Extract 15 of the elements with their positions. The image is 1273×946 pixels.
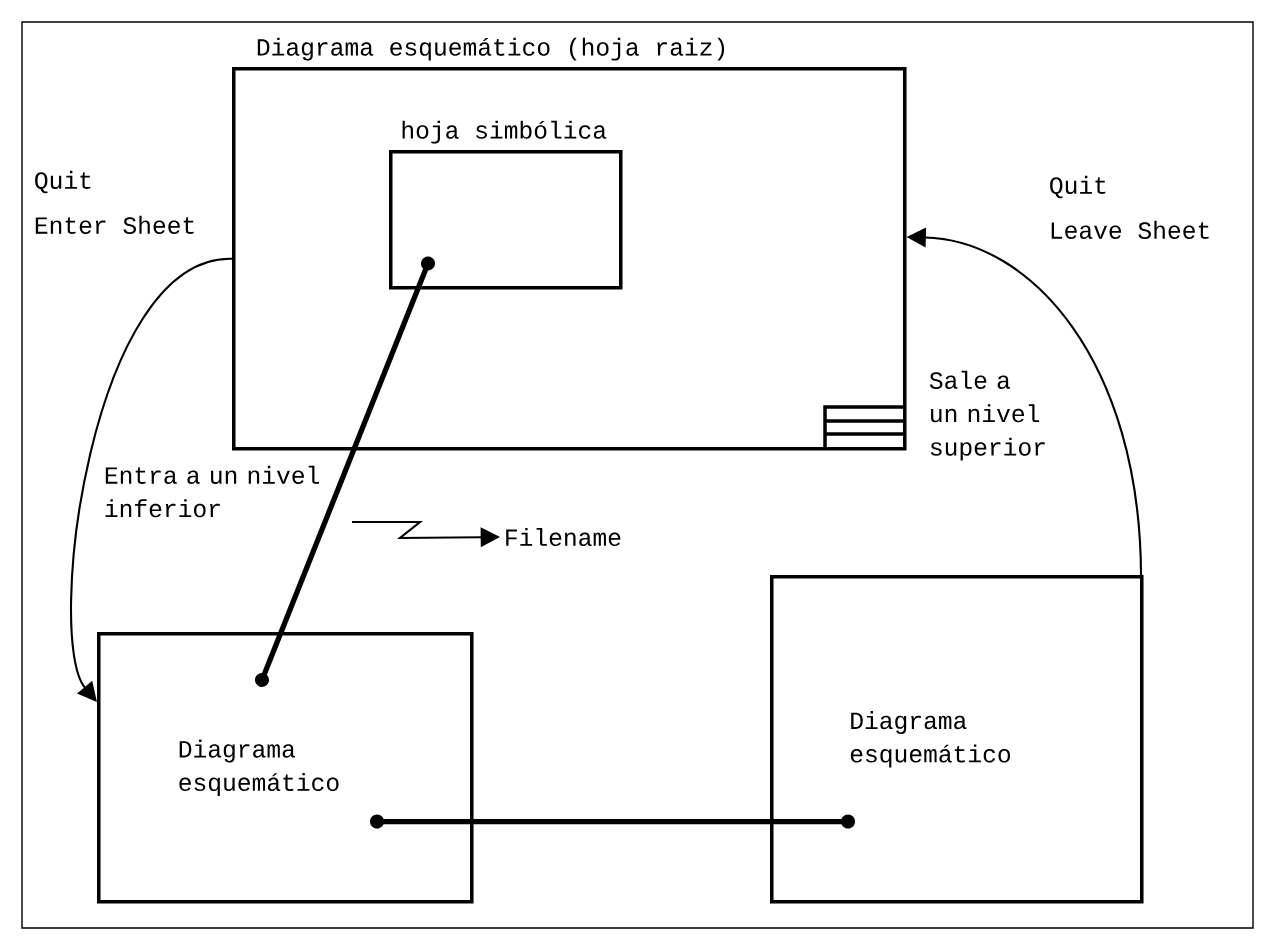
menu-label: Quit [1050,175,1106,199]
menu-label: Quit [35,170,91,194]
menu-label: Enter Sheet [35,215,194,234]
connector-line [255,256,436,687]
node-label: hoja simbólica [402,120,607,144]
note-text: Entra a un nivel inferior [105,465,319,518]
note-text: Sale a un nivel superior [929,370,1045,461]
sheet-box: Diagrama esquemático [770,575,1144,904]
file-label: Filename [506,527,621,547]
arrow [70,257,233,702]
symbol-box: hoja simbólica [389,120,623,290]
menu-label: Leave Sheet [1051,220,1209,239]
sheet-box: Diagrama esquemático [97,632,474,904]
node-label: Diagrama esquemático (hoja raiz) [257,37,725,61]
connector-line [370,814,856,829]
